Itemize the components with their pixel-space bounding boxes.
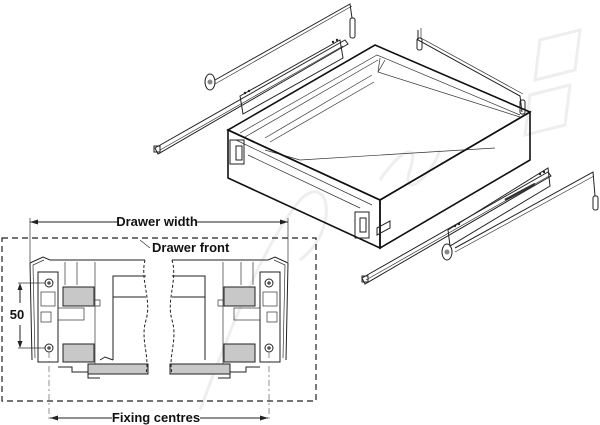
drawer-width-label: Drawer width bbox=[116, 214, 198, 229]
drawer-box bbox=[226, 44, 532, 250]
left-front-fitting bbox=[29, 256, 149, 379]
fixing-centres-label: Fixing centres bbox=[112, 410, 200, 425]
right-runner bbox=[361, 167, 552, 285]
dimension-50-label: 50 bbox=[10, 307, 24, 322]
right-front-fitting bbox=[169, 256, 289, 379]
right-rear-gallery-rail bbox=[416, 28, 526, 115]
drawer-front-outline bbox=[1, 237, 317, 402]
drawer-front-label: Drawer front bbox=[152, 240, 230, 255]
left-runner bbox=[153, 38, 349, 155]
front-section-detail: Drawer width Drawer front bbox=[1, 214, 317, 425]
right-gallery-rail bbox=[441, 171, 599, 261]
left-gallery-rail bbox=[204, 3, 356, 91]
